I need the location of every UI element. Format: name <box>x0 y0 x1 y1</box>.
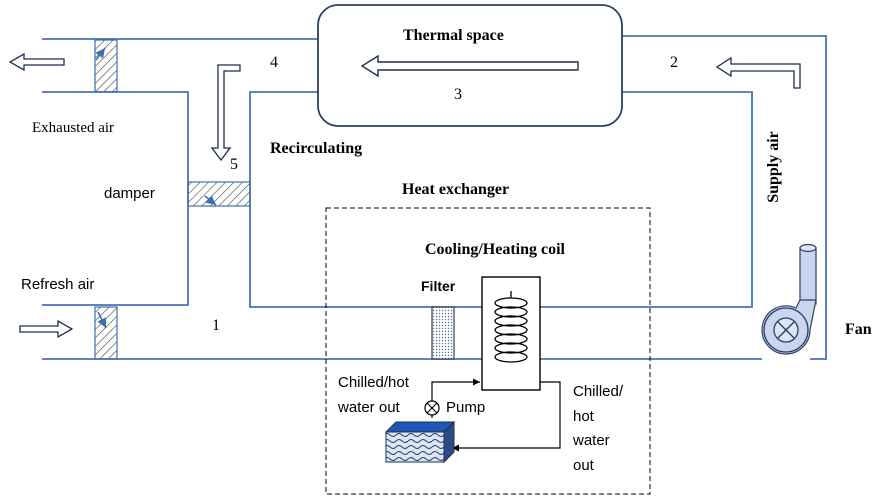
damper-label: damper <box>104 185 155 202</box>
water-out-right-line4: out <box>573 457 594 474</box>
filter-label: Filter <box>421 278 456 294</box>
coil-spiral <box>494 291 528 363</box>
fan-label: Fan <box>845 321 872 338</box>
thermal-space-label: Thermal space <box>403 27 504 44</box>
cooling-heating-coil-label: Cooling/Heating coil <box>425 241 565 258</box>
refresh-air-label: Refresh air <box>21 276 95 293</box>
pump-label: Pump <box>446 399 486 416</box>
recirc-damper <box>187 181 251 207</box>
recirculating-label: Recirculating <box>270 140 363 157</box>
water-tank <box>384 420 456 464</box>
thermal-space-arrow <box>360 54 579 78</box>
supply-bent-arrow <box>715 56 801 89</box>
node-1-label: 1 <box>212 317 220 334</box>
node-4-label: 4 <box>270 54 278 71</box>
exhaust-damper <box>94 39 118 93</box>
water-out-left-line1: Chilled/hot <box>338 374 409 391</box>
exhaust-arrow <box>8 52 65 72</box>
water-out-right-line3: water <box>573 432 610 449</box>
recirc-bent-arrow <box>210 64 241 162</box>
intake-damper <box>94 306 118 360</box>
water-out-right-line1: Chilled/ <box>573 383 624 400</box>
node-5-label: 5 <box>230 156 238 173</box>
node-3-label: 3 <box>454 86 462 103</box>
node-2-label: 2 <box>670 54 678 71</box>
heat-exchanger-label: Heat exchanger <box>402 181 510 198</box>
fan-icon <box>761 243 817 355</box>
pump-icon <box>424 400 440 416</box>
supply-air-label: Supply air <box>764 131 782 203</box>
water-out-right-line2: hot <box>573 408 594 425</box>
heat-exchanger-boundary <box>325 207 651 495</box>
exhausted-air-label: Exhausted air <box>32 120 115 136</box>
refresh-arrow <box>19 319 74 339</box>
water-out-left-line2: water out <box>338 399 400 416</box>
supply-duct-outer <box>622 35 827 360</box>
filter-element <box>431 306 455 360</box>
